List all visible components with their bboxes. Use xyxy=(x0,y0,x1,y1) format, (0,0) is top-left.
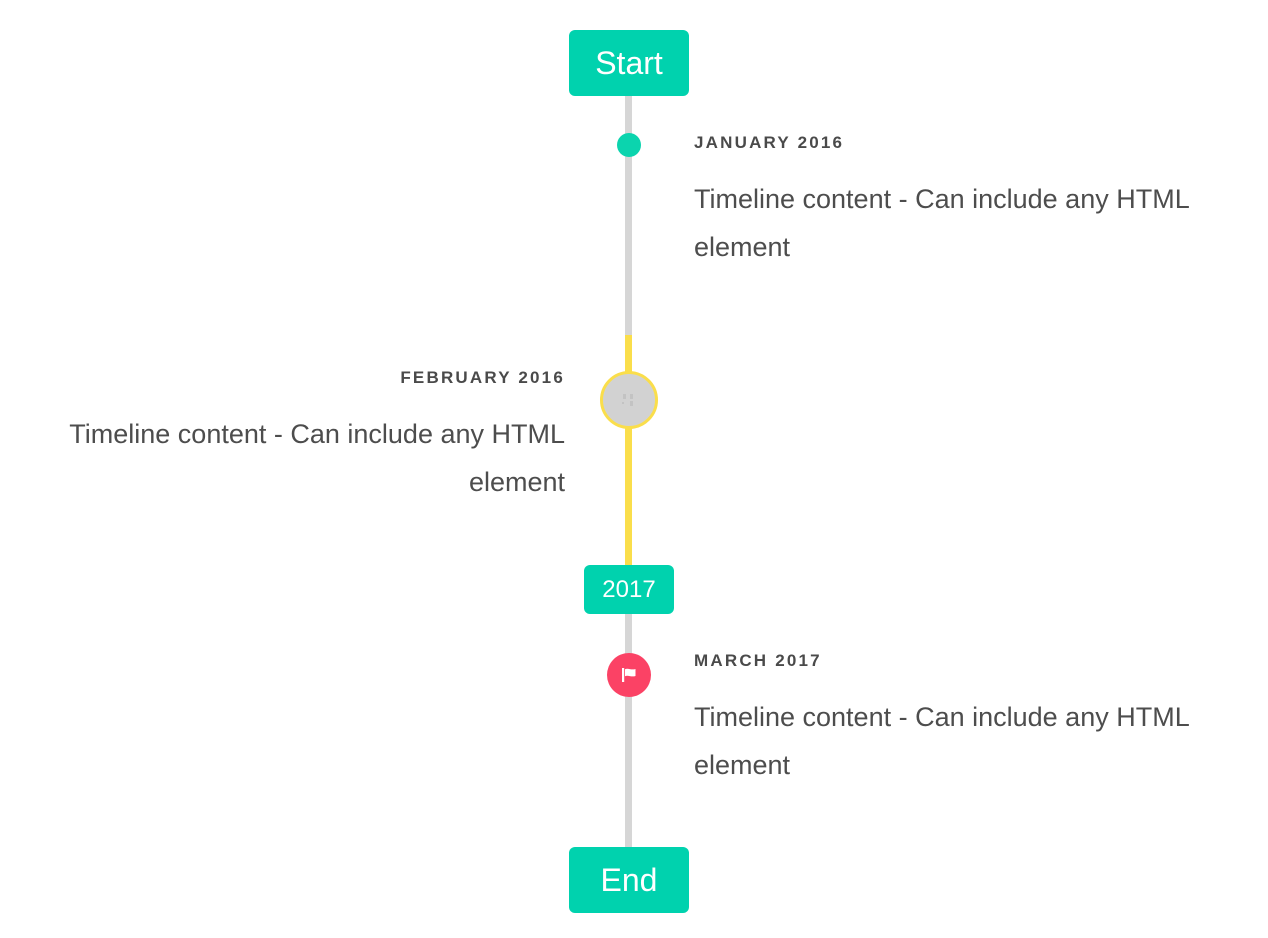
timeline-start-badge[interactable]: Start xyxy=(569,30,689,96)
timeline-entry-date: FEBRUARY 2016 xyxy=(400,368,565,387)
timeline-entry-march: MARCH 2017 Timeline content - Can includ… xyxy=(694,651,1224,789)
timeline-marker-flag-icon[interactable] xyxy=(607,653,651,697)
timeline-entry-body: Timeline content - Can include any HTML … xyxy=(694,184,1189,263)
timeline-axis-segment-top xyxy=(625,96,632,336)
flag-icon xyxy=(622,668,636,682)
timeline-marker-dot-icon[interactable] xyxy=(617,133,641,157)
timeline-marker-broken-image-icon[interactable] xyxy=(600,371,658,429)
timeline-entry-february: FEBRUARY 2016 Timeline content - Can inc… xyxy=(40,368,565,506)
timeline-entry-date: JANUARY 2016 xyxy=(694,133,845,152)
broken-image-icon xyxy=(622,394,633,406)
timeline-entry-january: JANUARY 2016 Timeline content - Can incl… xyxy=(694,133,1224,271)
timeline-axis-segment-highlight xyxy=(625,335,632,567)
timeline-entry-date: MARCH 2017 xyxy=(694,651,822,670)
timeline-end-badge[interactable]: End xyxy=(569,847,689,913)
timeline-year-badge-2017[interactable]: 2017 xyxy=(584,565,674,614)
timeline-axis-segment-bottom xyxy=(625,613,632,849)
timeline-entry-body: Timeline content - Can include any HTML … xyxy=(694,702,1189,781)
timeline-entry-body: Timeline content - Can include any HTML … xyxy=(69,419,565,498)
